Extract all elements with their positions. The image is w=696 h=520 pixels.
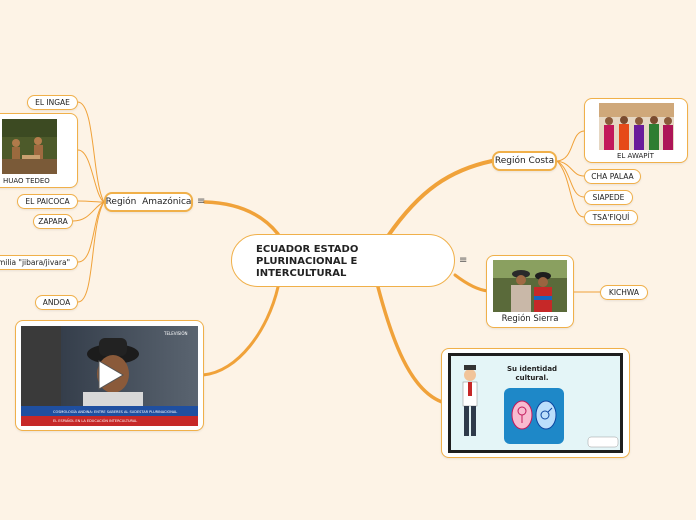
video-tag: TELEVISIÓN [163,331,188,336]
huao-tedeo-photo [2,119,57,174]
leaf-familia-jibara[interactable]: milia "jibara/jivara" [0,255,78,270]
central-menu-icon[interactable]: ≡ [459,255,467,266]
leaf-el-paicoca[interactable]: EL PAICOCA [17,194,78,209]
leaf-el-awapit-label: EL AWAPÍT [617,152,654,160]
leaf-siapede[interactable]: SIAPEDE [584,190,633,205]
region-costa-label: Región Costa [495,156,554,166]
amazonica-menu-icon[interactable]: ≡ [197,196,205,207]
play-icon[interactable] [95,359,125,391]
leaf-cha-palaa[interactable]: CHA PALAA [584,169,641,184]
region-sierra-node[interactable]: Región Sierra [486,255,574,328]
infographic-title-line2: cultural. [515,374,548,382]
leaf-siapede-label: SIAPEDE [593,193,625,202]
video-banner-line2: EL ESPAÑOL EN LA EDUCACIÓN INTERCULTURAL [53,418,137,423]
leaf-cha-palaa-label: CHA PALAA [591,172,633,181]
leaf-tsafiqui-label: TSA'FIQUÍ [593,213,630,222]
infographic-node[interactable]: Su identidad cultural. [441,348,630,458]
video-node[interactable]: COSMOLOGÍA ANDINA: ENTRE SABERES AL SUDE… [15,320,204,431]
awapit-photo [599,103,674,150]
leaf-zapara[interactable]: ZAPARA [33,214,73,229]
leaf-el-awapit[interactable]: EL AWAPÍT [584,98,688,163]
leaf-el-ingae-label: EL INGAE [35,98,70,107]
central-title-line1: ECUADOR ESTADO [256,244,454,256]
infographic-title-line1: Su identidad [507,365,557,373]
sierra-photo [493,260,567,312]
leaf-el-ingae[interactable]: EL INGAE [27,95,78,110]
region-amazonica-label: Región Amazónica [106,197,192,207]
central-title-line2: PLURINACIONAL E [256,256,454,268]
leaf-tsafiqui[interactable]: TSA'FIQUÍ [584,210,638,225]
leaf-zapara-label: ZAPARA [38,217,67,226]
leaf-familia-jibara-label: milia "jibara/jivara" [0,258,70,267]
leaf-kichwa-label: KICHWA [609,288,639,297]
region-costa-node[interactable]: Región Costa [492,151,557,171]
leaf-andoa[interactable]: ANDOA [35,295,78,310]
leaf-andoa-label: ANDOA [43,298,70,307]
region-amazonica-node[interactable]: Región Amazónica [104,192,193,212]
region-sierra-label: Región Sierra [487,314,573,324]
infographic-image: Su identidad cultural. [448,353,623,453]
leaf-el-paicoca-label: EL PAICOCA [25,197,69,206]
central-topic[interactable]: ECUADOR ESTADO PLURINACIONAL E INTERCULT… [231,234,455,287]
leaf-huao-tedeo[interactable]: HUAO TEDEO [0,113,78,188]
leaf-huao-tedeo-label: HUAO TEDEO [3,177,50,185]
leaf-kichwa[interactable]: KICHWA [600,285,648,300]
video-banner-line1: COSMOLOGÍA ANDINA: ENTRE SABERES AL SUDE… [53,409,177,414]
central-title-line3: INTERCULTURAL [256,268,454,280]
